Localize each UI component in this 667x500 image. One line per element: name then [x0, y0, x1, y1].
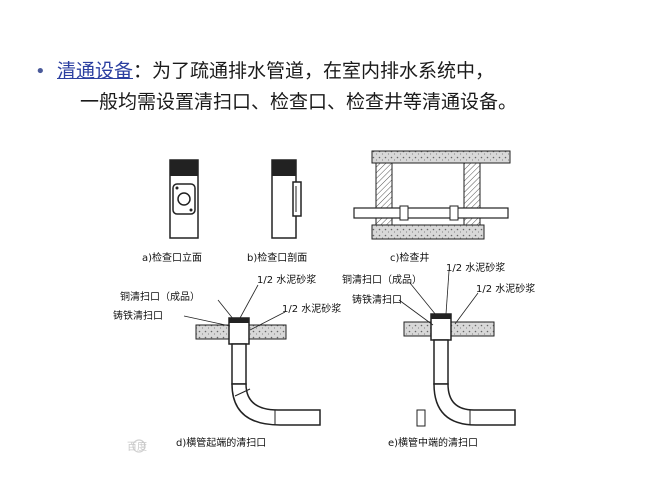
figure-c-inspection-well	[353, 150, 511, 240]
figure-d-cleanout-pipe-start	[195, 317, 321, 426]
figure-a-inspection-port-elevation	[169, 159, 199, 239]
caption-a: a)检查口立面	[142, 251, 202, 264]
caption-e: e)横管中端的清扫口	[388, 436, 478, 449]
bullet-text-line-1: • 清通设备：为了疏通排水管道，在室内排水系统中，	[35, 56, 647, 87]
watermark-text: 百度	[127, 440, 147, 453]
e-label-cement-mortar: 1/2 水泥砂浆	[446, 261, 505, 274]
e-label-copper-cleanout: 铜清扫口（成品）	[342, 273, 422, 286]
figure-e-leader-lines	[398, 270, 479, 326]
d-label-cement-mortar-2: 1/2 水泥砂浆	[282, 302, 341, 315]
figure-b-inspection-port-section	[271, 159, 302, 239]
bullet-text-line-2: 一般均需设置清扫口、检查口、检查井等清通设备。	[80, 91, 518, 113]
caption-d: d)横管起端的清扫口	[176, 436, 266, 449]
d-label-cement-mortar: 1/2 水泥砂浆	[257, 273, 316, 286]
e-label-cement-mortar-2: 1/2 水泥砂浆	[476, 282, 535, 295]
caption-c: c)检查井	[390, 251, 429, 264]
watermark-logo: 百度	[127, 439, 147, 453]
e-label-iron-cleanout: 铸铁清扫口	[352, 293, 402, 306]
d-label-copper-cleanout: 铜清扫口（成品）	[120, 290, 200, 303]
line1-rest: 为了疏通排水管道，在室内排水系统中，	[152, 60, 495, 82]
colon: ：	[133, 60, 153, 82]
figure-e-cleanout-pipe-middle	[403, 313, 516, 427]
d-label-iron-cleanout: 铸铁清扫口	[113, 309, 163, 322]
figure-d-leader-lines	[183, 284, 286, 331]
term-cleaning-equipment: 清通设备	[57, 60, 134, 82]
caption-b: b)检查口剖面	[247, 251, 307, 264]
bullet-dot-icon: •	[35, 61, 46, 82]
